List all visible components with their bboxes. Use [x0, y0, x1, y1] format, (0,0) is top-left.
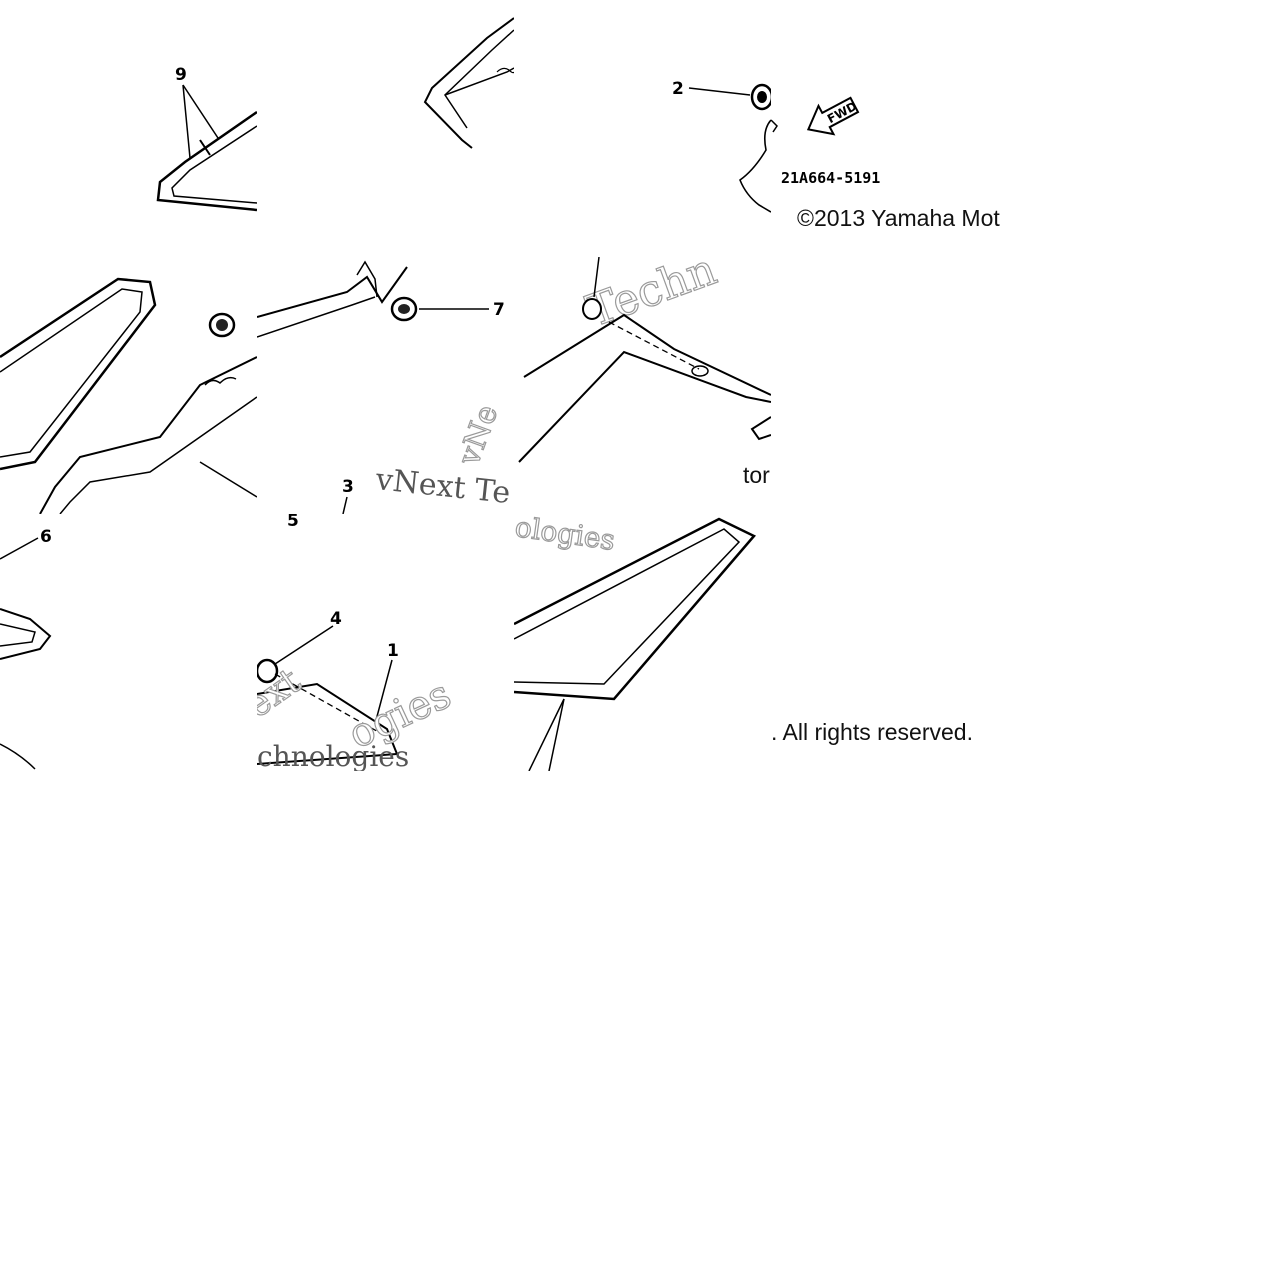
watermark-text-4: vNe: [451, 400, 505, 470]
tile-r3-c3: ologies 8 5: [514, 514, 771, 771]
tile-r1-c4: FWD 21A664-5191 ©2013 Yamaha Mot: [771, 0, 1028, 257]
tile-r1-c3: 2: [514, 0, 771, 257]
side-cover-left-drawing: [0, 277, 257, 514]
side-cover-right-drawing: Techn: [518, 257, 771, 463]
tile-r1-c1: 9: [0, 0, 257, 257]
part-number-label: 21A664-5191: [781, 169, 880, 187]
fwd-arrow-icon: FWD: [806, 96, 860, 136]
watermark-text-2: Techn: [580, 257, 723, 337]
side-cover-frame-drawing: 9: [156, 65, 257, 212]
callout-2: 2: [672, 79, 684, 99]
tile-r3-c2: 5 4 1 ext ogies chnologies: [257, 514, 514, 771]
fwd-arrow-panel: FWD 21A664-5191: [771, 96, 880, 187]
callout-3: 3: [342, 477, 354, 497]
callout-7: 7: [493, 300, 505, 320]
seat-bracket-drawing: 6: [0, 527, 52, 770]
tile-r3-c4: . All rights reserved.: [771, 514, 1028, 771]
side-cover-edge-drawing: [423, 17, 514, 149]
callout-9: 9: [175, 65, 187, 85]
tile-r1-c2: [257, 0, 514, 257]
tile-r2-c3: Techn tor Corporation, U.S.A: [514, 257, 771, 514]
tile-r2-c1: [0, 257, 257, 514]
callout-6: 6: [40, 527, 52, 547]
callout-5a: 5: [287, 514, 299, 531]
callout-4: 4: [330, 609, 342, 629]
cover-clip-drawing: 5 4 1 ext ogies chnologies: [257, 514, 459, 771]
tile-r3-c1: 6: [0, 514, 257, 771]
tile-r2-c2: 7 3 vNext Te vNe: [257, 257, 514, 514]
watermark-text-1: vNext Te: [373, 462, 512, 511]
callout-1: 1: [387, 641, 399, 661]
side-cover-trim-drawing: ologies 8 5: [514, 514, 757, 771]
copyright-line-2: tor Corporation, U.S.A: [743, 462, 771, 488]
callout-5b: 5: [514, 514, 526, 517]
copyright-line-1: ©2013 Yamaha Mot: [797, 205, 1000, 231]
bracket-grommet-drawing: 7 3 vNext Te vNe: [257, 260, 512, 514]
watermark-text-3: ologies: [514, 514, 617, 557]
watermark-text-6: chnologies: [257, 740, 409, 771]
copyright-line-3: . All rights reserved.: [771, 719, 973, 745]
grommet-drawing: 2: [672, 79, 771, 213]
